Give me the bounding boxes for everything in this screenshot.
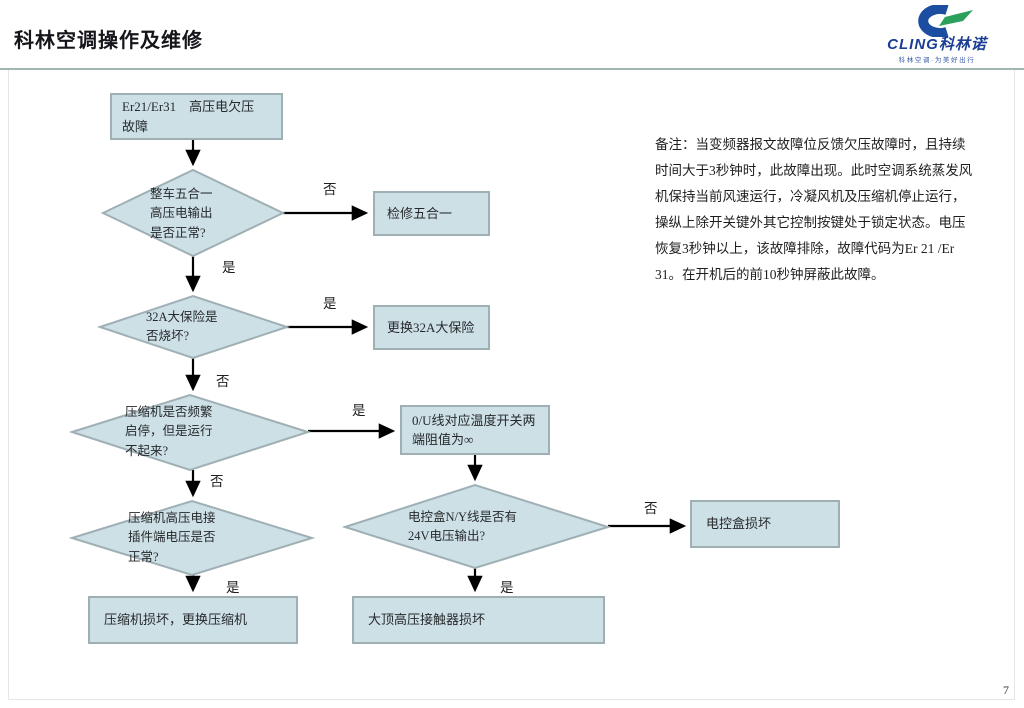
decision-diamond-d3 — [68, 393, 312, 472]
edge-label-yes-d5: 是 — [500, 580, 514, 595]
decision-diamond-d4 — [68, 499, 316, 577]
node-fix-5in1: 检修五合一 — [373, 191, 490, 236]
node-compressor-broken: 压缩机损坏，更换压缩机 — [88, 596, 298, 644]
node-fault-start: Er21/Er31 高压电欠压 故障 — [110, 93, 283, 140]
edge-label-no-d3: 否 — [210, 474, 224, 489]
slide-content-frame — [8, 70, 1015, 700]
node-ou-resistance: 0/U线对应温度开关两 端阻值为∞ — [400, 405, 550, 455]
decision-diamond-d1 — [100, 168, 286, 258]
edge-label-yes-d4: 是 — [226, 580, 240, 595]
decision-d2-label: 32A大保险是 否烧坏? — [146, 310, 218, 344]
note-text: 备注：当变频器报文故障位反馈欠压故障时，且持续 时间大于3秒钟时，此故障出现。此… — [655, 137, 973, 282]
node-contactor-broken: 大顶高压接触器损坏 — [352, 596, 605, 644]
edge-label-no-d2: 否 — [216, 374, 230, 389]
cling-logo-tagline: 科林空调·为美好出行 — [898, 57, 976, 64]
node-replace-fuse: 更换32A大保险 — [373, 305, 490, 350]
page-number: 7 — [1003, 683, 1009, 697]
header-divider — [0, 68, 1024, 70]
decision-diamond-d2 — [96, 294, 291, 360]
edge-label-yes-d3: 是 — [352, 403, 366, 418]
decision-d3-label: 压缩机是否频繁 启停，但是运行 不起来? — [125, 405, 213, 458]
edge-label-yes-d2: 是 — [323, 296, 337, 311]
edge-label-no-d5: 否 — [644, 501, 658, 516]
decision-d5-label: 电控盒N/Y线是否有 24V电压输出? — [408, 510, 518, 544]
cling-logo: CLING科林诺 科林空调·为美好出行 — [858, 5, 1016, 65]
edge-label-yes-d1: 是 — [222, 260, 236, 275]
edge-label-no-d1: 否 — [323, 182, 337, 197]
flow-arrows — [185, 140, 687, 593]
node-ecu-broken: 电控盒损坏 — [690, 500, 840, 548]
decision-d1-label: 整车五合一 高压电输出 是否正常? — [150, 187, 213, 240]
decision-d4-label: 压缩机高压电接 插件端电压是否 正常? — [128, 511, 216, 564]
decision-diamond-d5 — [341, 483, 612, 570]
page-title: 科林空调操作及维修 — [14, 30, 203, 52]
cling-logo-text: CLING科林诺 — [887, 36, 987, 53]
cling-logo-icon — [918, 5, 973, 37]
